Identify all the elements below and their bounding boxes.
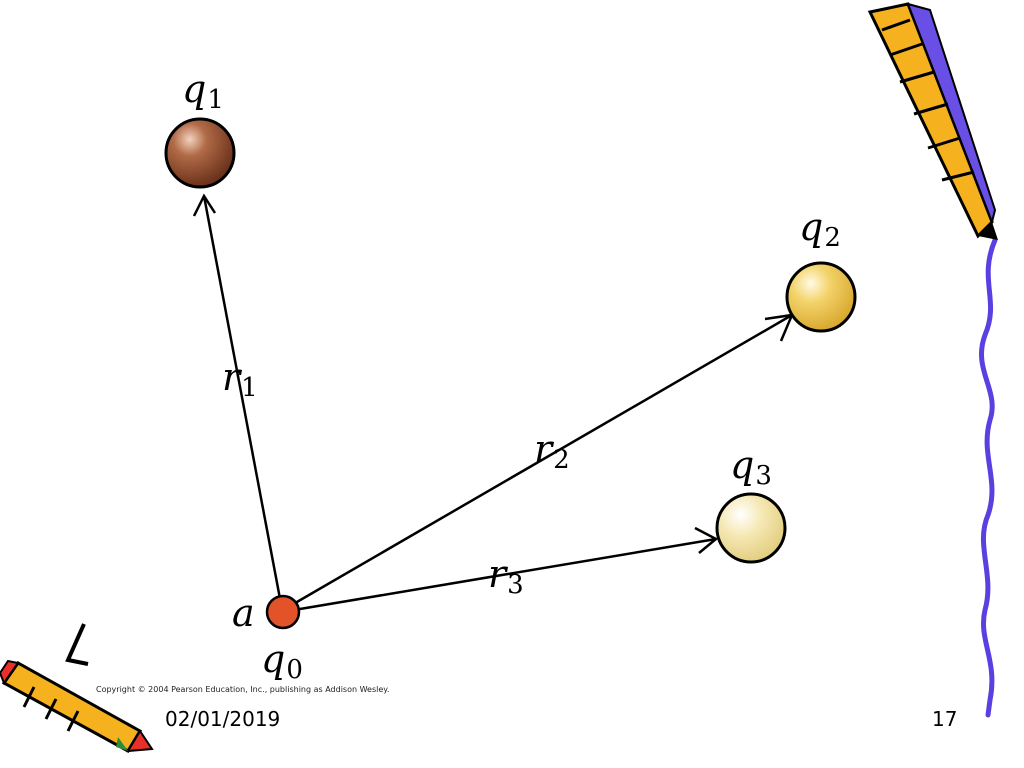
label-r2: r2 [534, 427, 570, 475]
page-number: 17 [932, 707, 958, 731]
pencil-bottom-left-icon [0, 659, 154, 754]
copyright-text: Copyright © 2004 Pearson Education, Inc.… [96, 685, 390, 694]
footer-date: 02/01/2019 [165, 707, 281, 731]
label-r3: r3 [488, 552, 524, 600]
vector-r3 [293, 526, 719, 612]
label-r1: r1 [222, 355, 258, 403]
partial-shape-decoration [65, 623, 89, 666]
label-q3: q3 [730, 443, 772, 491]
pencil-top-right-icon [867, 2, 998, 240]
charge-q2 [785, 261, 857, 333]
charge-q3 [715, 492, 787, 564]
charge-q0 [265, 594, 301, 630]
label-q0: q0 [261, 637, 303, 685]
label-q1: q1 [182, 67, 224, 115]
charge-q1 [164, 117, 236, 189]
vector-r1 [192, 193, 283, 605]
label-point-a: a [232, 591, 255, 635]
label-q2: q2 [799, 205, 841, 253]
